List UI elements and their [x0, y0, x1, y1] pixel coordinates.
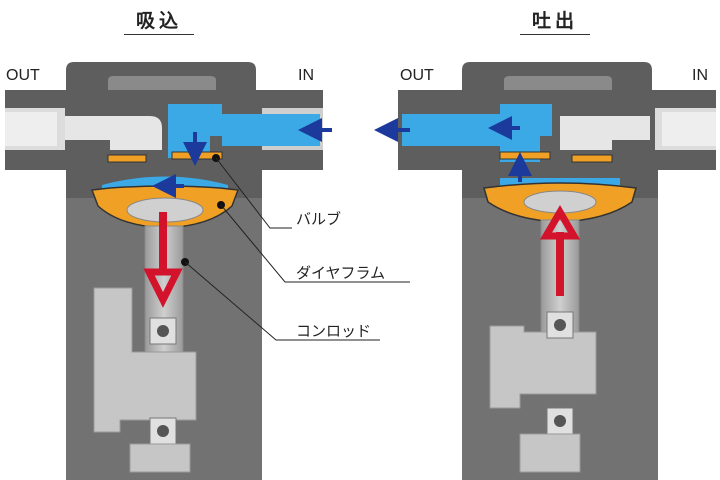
- discharge-cap-recess: [504, 76, 612, 90]
- suction-rod-arrow: [143, 212, 183, 308]
- discharge-chamber-fluid: [500, 178, 620, 186]
- suction-bearing-2-center: [157, 425, 169, 437]
- suction-outlet-label: OUT: [6, 67, 40, 84]
- suction-outlet-bore: [5, 112, 57, 146]
- discharge-outlet-label: OUT: [400, 67, 434, 84]
- suction-crank-block: [93, 287, 197, 433]
- connecting-rod-callout: コンロッド: [296, 322, 372, 340]
- discharge-bearing-2-center: [554, 415, 566, 427]
- leader-line-rod: [184, 261, 380, 341]
- leader-line-diaphragm: [220, 204, 410, 283]
- discharge-crank-lower: [519, 433, 581, 473]
- discharge-rod-arrow: [539, 205, 581, 296]
- discharge-inlet-valve: [571, 154, 613, 163]
- suction-leaders: [181, 154, 410, 341]
- leader-line-valve: [215, 157, 292, 229]
- discharge-title: 吐出: [520, 6, 590, 35]
- suction-inlet-label: IN: [298, 67, 314, 84]
- suction-rod-arrow-shaft: [159, 212, 167, 274]
- discharge-inlet-label: IN: [692, 67, 708, 84]
- suction-panel: [5, 62, 410, 480]
- discharge-outlet-valve: [499, 151, 551, 160]
- suction-cap-recess: [108, 76, 216, 90]
- discharge-rod-arrow-head: [539, 205, 581, 240]
- discharge-inlet-bore: [662, 112, 716, 146]
- suction-rod-arrow-head: [143, 268, 183, 308]
- discharge-fluid-port: [402, 114, 460, 146]
- discharge-panel: [374, 62, 716, 480]
- discharge-crank-block: [489, 325, 597, 409]
- suction-bearing-1-center: [157, 325, 169, 337]
- discharge-bearing-1-center: [554, 319, 566, 331]
- diaphragm-callout: ダイヤフラム: [296, 264, 386, 282]
- discharge-rod-arrow-shaft: [556, 232, 564, 296]
- suction-outlet-chamber: [65, 116, 162, 150]
- discharge-inlet-chamber: [560, 116, 650, 150]
- suction-title: 吸込: [124, 6, 194, 35]
- suction-outlet-valve: [107, 154, 147, 163]
- valve-callout: バルブ: [296, 210, 342, 228]
- suction-crank-lower: [129, 443, 191, 473]
